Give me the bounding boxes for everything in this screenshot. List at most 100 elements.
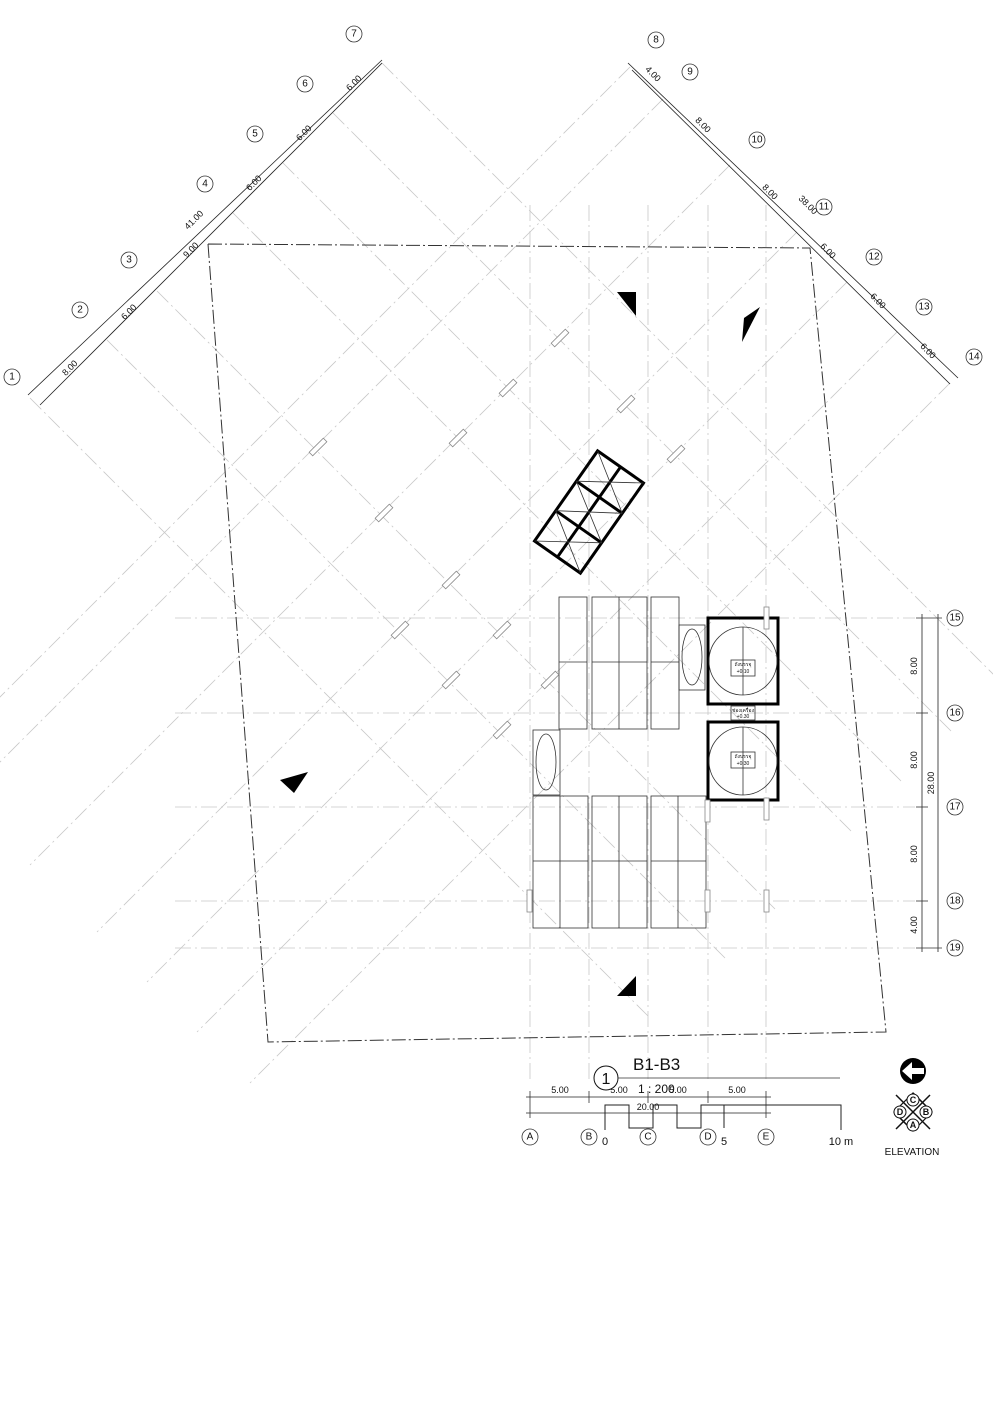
- svg-text:4: 4: [202, 179, 208, 190]
- left-grid-bubble-1: 1: [3, 368, 21, 386]
- elevation-caption: ELEVATION: [885, 1147, 940, 1158]
- grid-line-diagonal-a-5: [332, 112, 954, 734]
- svg-text:A: A: [527, 1132, 534, 1143]
- parking-group-lower: [532, 729, 707, 929]
- title-text: B1-B3: [633, 1055, 680, 1074]
- svg-text:16: 16: [949, 708, 961, 719]
- right-grid-bubble-10: 10: [748, 131, 766, 149]
- left-dim-6d: 6.00: [344, 73, 363, 92]
- bottom-dim-b-c: 5.00: [610, 1085, 628, 1095]
- svg-text:12: 12: [868, 252, 880, 263]
- grid-line-diagonal-a-6: [381, 62, 993, 675]
- column-piers: [308, 328, 770, 913]
- left-dim-total: 41.00: [182, 208, 205, 231]
- grid-line-diagonal-a-1: [106, 339, 728, 961]
- right-grid-bubble-12: 12: [865, 248, 883, 266]
- grid-bubble-a: A: [521, 1128, 539, 1146]
- corridor-name: ช่องเครื่อง: [732, 707, 755, 714]
- left-dim-8: 8.00: [60, 358, 79, 377]
- left-grid-bubble-5: 5: [246, 125, 264, 143]
- tank-upper-level: +0.10: [737, 669, 750, 675]
- tank-upper-name: ถังบรรจุ: [735, 662, 752, 668]
- grid-line-diagonal-a-2: [156, 290, 778, 912]
- right-dim-total: 38.00: [797, 193, 820, 216]
- right-grid-bubble-14: 14: [965, 348, 983, 366]
- svg-text:5: 5: [252, 129, 258, 140]
- svg-text:9: 9: [687, 67, 693, 78]
- svg-text:C: C: [644, 1132, 651, 1143]
- scale-bar: [604, 1104, 842, 1130]
- left-dim-9: 9.00: [181, 240, 200, 259]
- grid-line-diagonal-a-0: [29, 397, 651, 1019]
- site-boundary: [207, 243, 887, 1043]
- left-dim-6c: 6.00: [294, 123, 313, 142]
- grid-line-diagonal-b-6: [249, 382, 951, 1084]
- scale-label-0: 0: [602, 1136, 608, 1148]
- grid-line-diagonal-a-4: [282, 162, 904, 784]
- right-grid-bubble-13: 13: [915, 298, 933, 316]
- left-grid-bubble-6: 6: [296, 75, 314, 93]
- svg-text:D: D: [704, 1132, 711, 1143]
- elevation-letter-a: A: [910, 1120, 917, 1130]
- right-dim-8a: 8.00: [693, 115, 712, 134]
- elevation-letter-b: B: [923, 1107, 930, 1117]
- svg-text:B: B: [586, 1132, 593, 1143]
- corridor-label-box: [730, 705, 756, 721]
- grid-bubble-b: B: [580, 1128, 598, 1146]
- left-dim-6a: 6.00: [119, 302, 138, 321]
- right-dim-6b: 6.00: [868, 291, 887, 310]
- grid-bubble-17: 17: [946, 798, 964, 816]
- elevation-letter-d: D: [897, 1107, 904, 1117]
- right-dim-15-16: 8.00: [909, 657, 919, 675]
- svg-text:6: 6: [302, 79, 308, 90]
- bottom-dim-total: 20.00: [637, 1102, 660, 1112]
- grid-bubble-d: D: [699, 1128, 717, 1146]
- left-grid-bubble-7: 7: [345, 25, 363, 43]
- parking-group-upper: [558, 596, 706, 730]
- right-grid-bubble-9: 9: [681, 63, 699, 81]
- title-block: [593, 1065, 840, 1091]
- svg-text:3: 3: [126, 255, 132, 266]
- svg-text:10: 10: [751, 135, 763, 146]
- right-dim-6c: 6.00: [918, 341, 937, 360]
- tank-upper: [706, 616, 780, 706]
- right-dimension-chain: [916, 614, 942, 952]
- left-diagonal-dimension-chain: [27, 59, 383, 406]
- right-dim-16-17: 8.00: [909, 751, 919, 769]
- grid-bubble-16: 16: [946, 704, 964, 722]
- left-grid-bubble-2: 2: [71, 301, 89, 319]
- tank-lower-name: ถังบรรจุ: [735, 754, 752, 760]
- grid-bubble-19: 19: [946, 939, 964, 957]
- rotated-core-block: [532, 448, 646, 576]
- svg-text:E: E: [763, 1132, 770, 1143]
- tank-lower-level: +0.30: [737, 761, 750, 767]
- svg-text:15: 15: [949, 613, 961, 624]
- scale-label-5: 5: [721, 1136, 727, 1148]
- svg-text:13: 13: [918, 302, 930, 313]
- right-dim-total: 28.00: [926, 772, 936, 795]
- grid-lines: [0, 62, 993, 1084]
- right-dim-17-18: 8.00: [909, 845, 919, 863]
- bottom-dim-c-d: 5.00: [669, 1085, 687, 1095]
- corridor-level: +0.30: [737, 714, 750, 720]
- elevation-letter-c: C: [910, 1095, 917, 1105]
- right-dim-8b: 8.00: [760, 182, 779, 201]
- svg-text:2: 2: [77, 305, 83, 316]
- svg-text:17: 17: [949, 802, 961, 813]
- section-markers: [280, 292, 760, 996]
- grid-line-diagonal-b-0: [0, 66, 631, 698]
- left-grid-bubble-4: 4: [196, 175, 214, 193]
- scale-label-10: 10 m: [829, 1136, 853, 1148]
- svg-text:14: 14: [968, 352, 980, 363]
- right-dim-18-19: 4.00: [909, 916, 919, 934]
- svg-text:1: 1: [9, 372, 15, 383]
- svg-text:19: 19: [949, 943, 961, 954]
- tank-lower: [706, 720, 780, 802]
- grid-bubble-e: E: [757, 1128, 775, 1146]
- grid-bubble-18: 18: [946, 892, 964, 910]
- grid-line-diagonal-a-3: [232, 212, 854, 834]
- left-dim-6b: 6.00: [244, 173, 263, 192]
- right-grid-bubble-11: 11: [815, 198, 833, 216]
- elevation-key-icon: [893, 1092, 933, 1132]
